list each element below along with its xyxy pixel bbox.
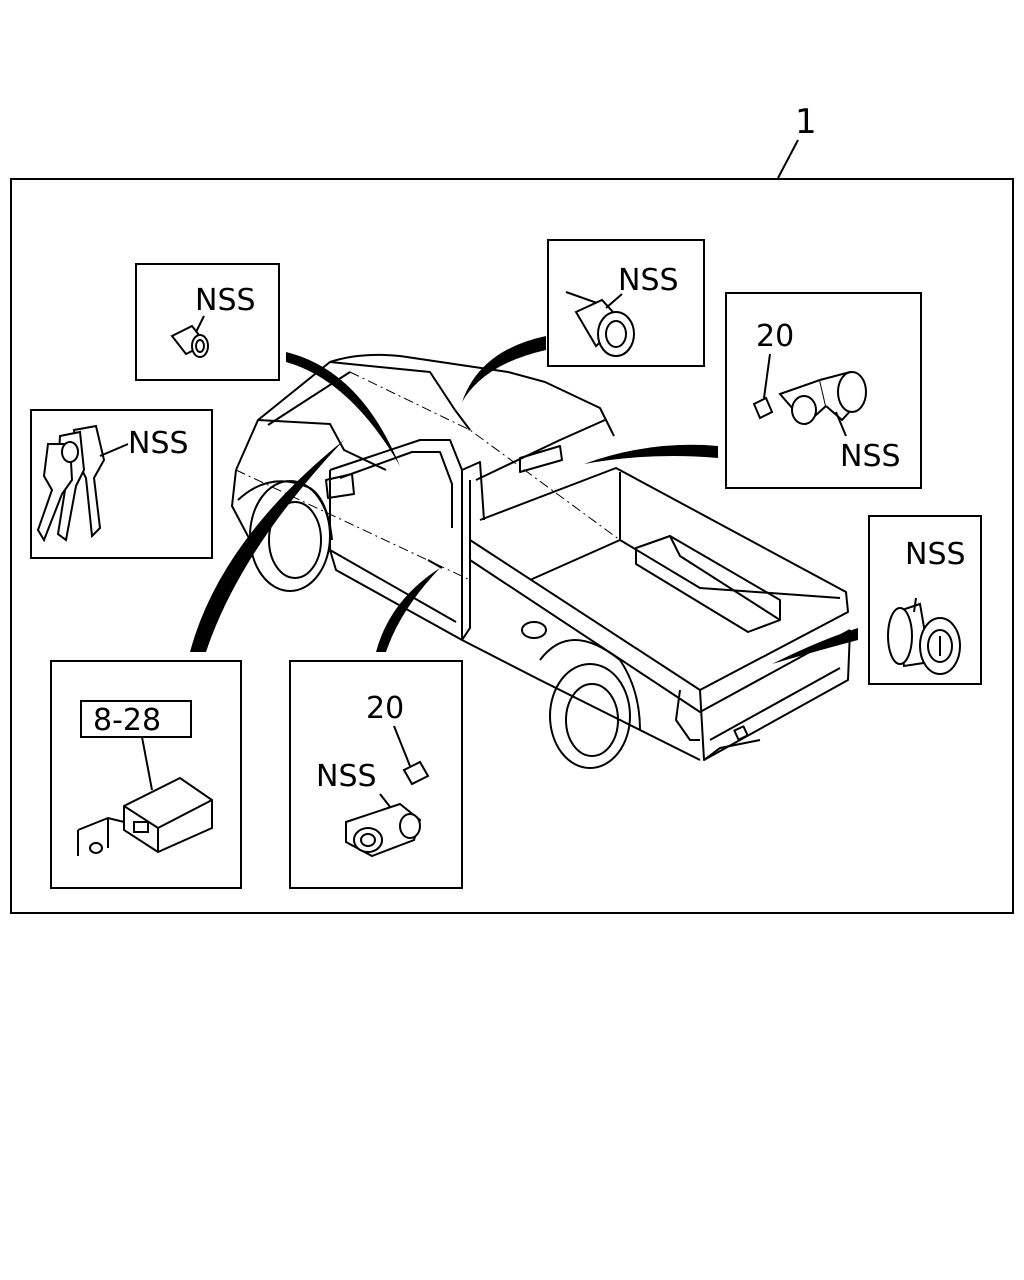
wedge-rear-door bbox=[584, 444, 718, 464]
label-roof-cylinder: NSS bbox=[618, 263, 679, 298]
keys-part bbox=[36, 424, 106, 543]
front-door-lock-part bbox=[345, 760, 430, 858]
ignition-cylinder-part bbox=[170, 324, 209, 358]
ref-box-8-28 bbox=[80, 700, 192, 738]
leader-main bbox=[777, 139, 799, 179]
main-frame bbox=[10, 178, 1014, 914]
pointer-wedges bbox=[190, 336, 858, 664]
box-rear-door-lock: 20 NSS bbox=[725, 292, 922, 489]
box-keyless-ecu: 8-28 bbox=[50, 660, 242, 889]
ecu-part bbox=[77, 776, 213, 856]
label-ignition-cylinder: NSS bbox=[195, 283, 256, 318]
label-front-door-lock: NSS bbox=[316, 759, 377, 794]
box-keys: NSS bbox=[30, 409, 213, 559]
box-ignition-cylinder: NSS bbox=[135, 263, 280, 381]
box-front-door-lock: 20 NSS bbox=[289, 660, 463, 889]
rear-door-lock-part bbox=[752, 370, 867, 426]
label-main-ref: 1 bbox=[795, 102, 817, 142]
wedge-front-door bbox=[376, 568, 440, 652]
label-ecu-ref: 8-28 bbox=[93, 703, 161, 738]
label-rear-door-lock-ref: 20 bbox=[756, 319, 794, 354]
wedge-ecu bbox=[190, 440, 344, 652]
box-tailgate-cylinder: NSS bbox=[868, 515, 982, 685]
wedge-tailgate bbox=[772, 628, 858, 664]
label-front-door-lock-ref: 20 bbox=[366, 691, 404, 726]
label-keys: NSS bbox=[128, 426, 189, 461]
tailgate-cylinder-part bbox=[887, 602, 961, 675]
roof-cylinder-part bbox=[565, 291, 635, 357]
pickup-truck-illustration bbox=[231, 353, 851, 769]
label-rear-door-lock: NSS bbox=[840, 439, 901, 474]
wedge-ignition bbox=[286, 352, 400, 466]
wedge-roof bbox=[462, 336, 546, 402]
box-roof-cylinder: NSS bbox=[547, 239, 705, 367]
label-tailgate-cylinder: NSS bbox=[905, 537, 966, 572]
